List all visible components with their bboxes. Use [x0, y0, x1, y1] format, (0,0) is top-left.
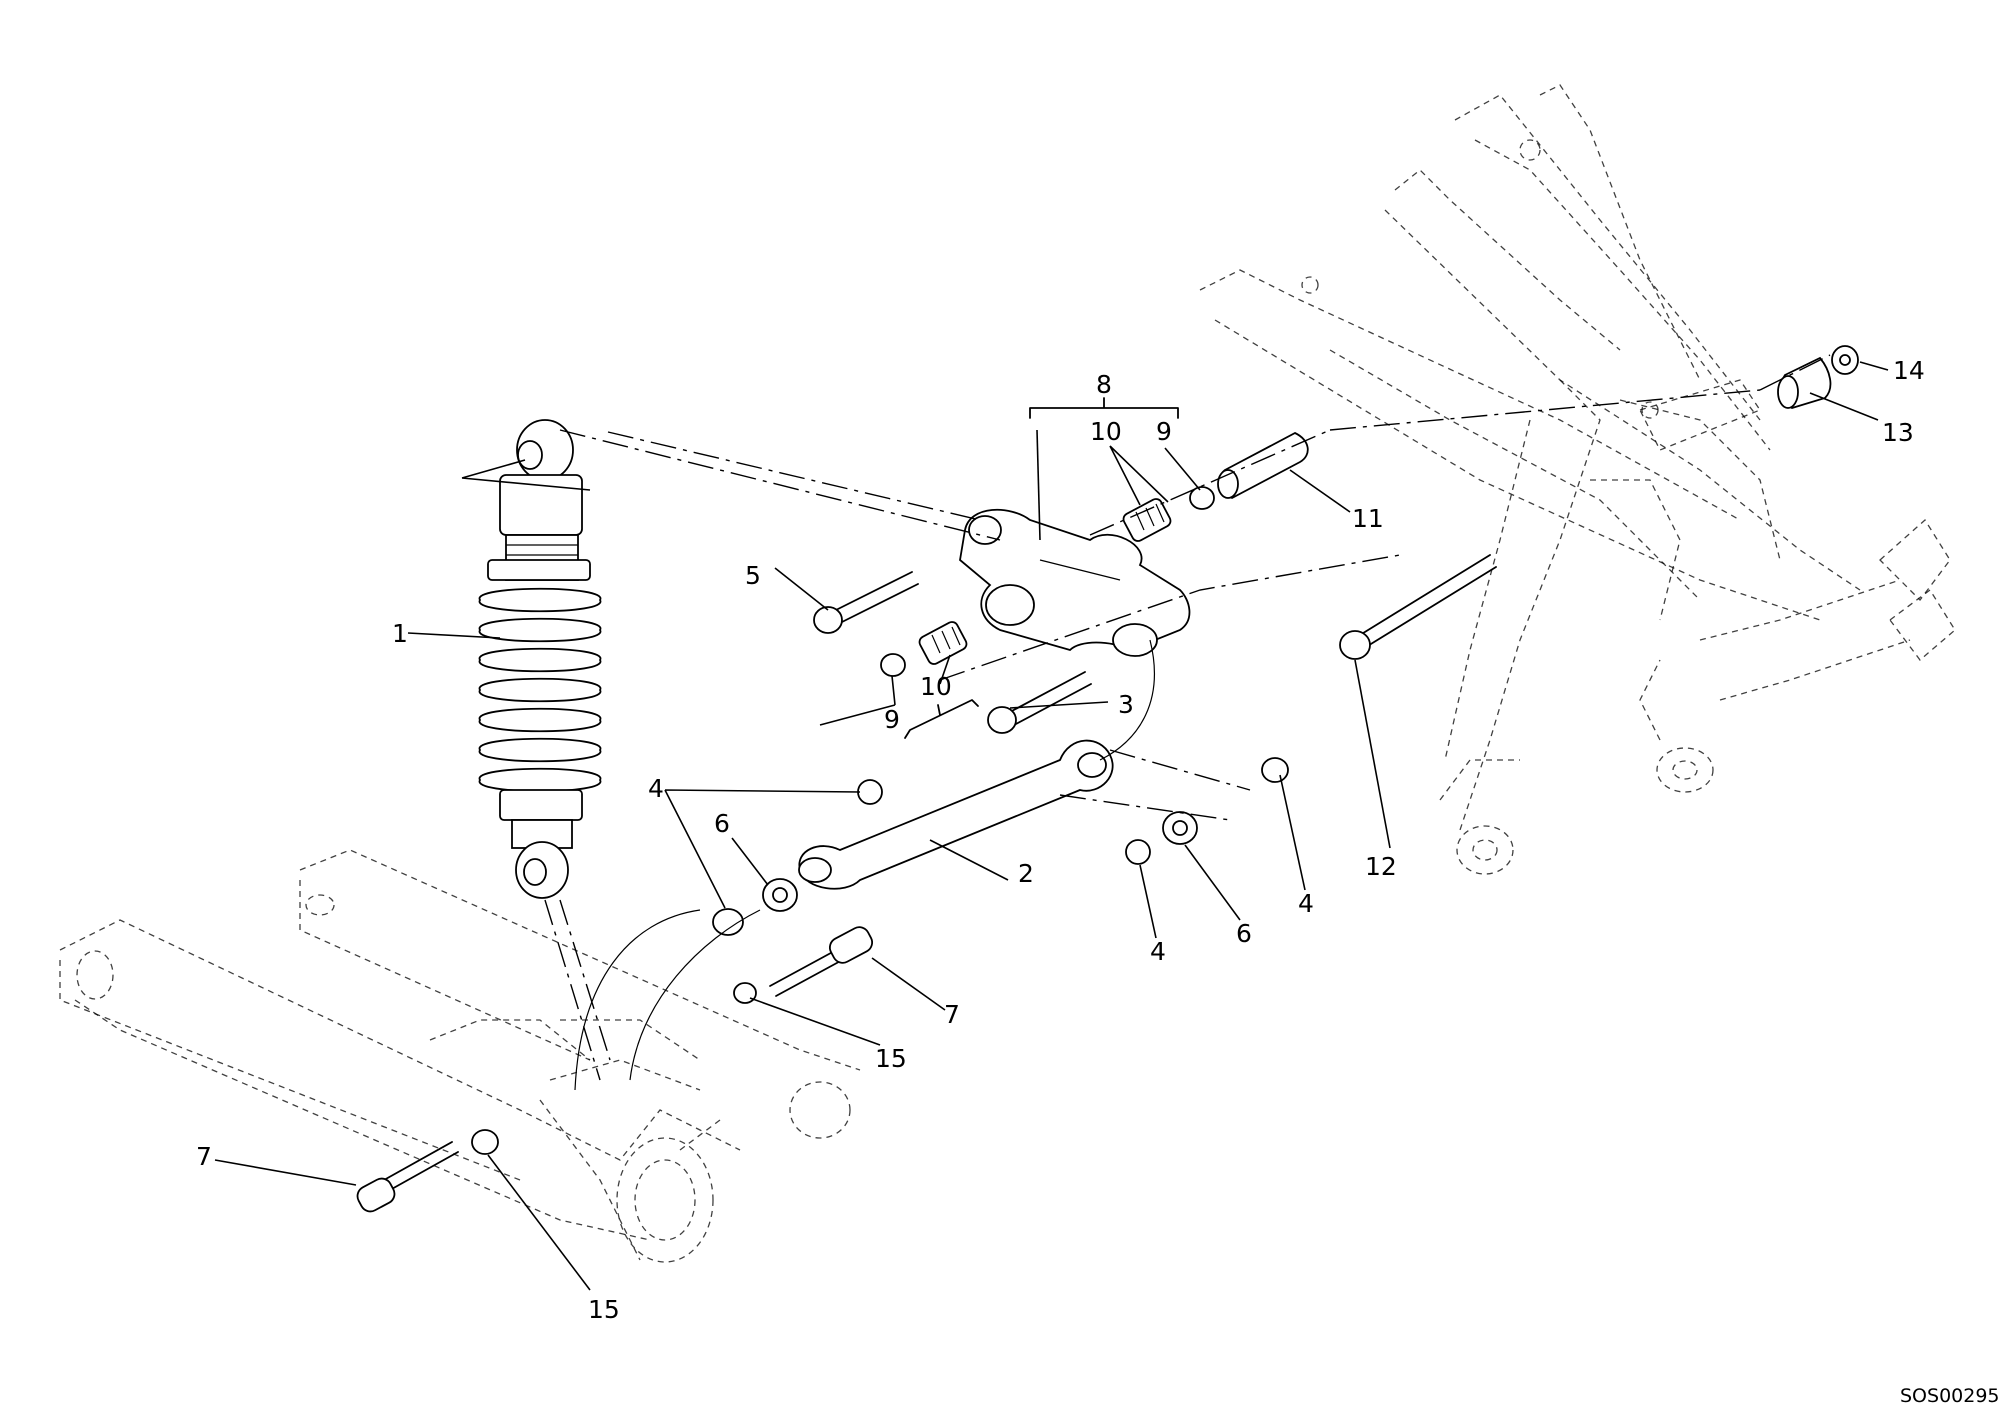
shock-absorber	[479, 419, 601, 899]
group-brace-9-10	[904, 699, 979, 739]
callout-6-left: 6	[714, 809, 730, 838]
callout-10-upper: 10	[1090, 417, 1122, 446]
callout-13: 13	[1882, 418, 1914, 447]
callout-8: 8	[1096, 370, 1112, 399]
drawing-code: SOS00295	[1900, 1385, 2000, 1407]
callout-4-center: 4	[1150, 937, 1166, 966]
callout-14: 14	[1893, 356, 1925, 385]
callout-4-left: 4	[648, 774, 664, 803]
callout-4-right: 4	[1298, 889, 1314, 918]
callout-5: 5	[745, 561, 761, 590]
callout-11: 11	[1352, 504, 1384, 533]
link-rod	[798, 739, 1114, 890]
callout-10-lower: 10	[920, 672, 952, 701]
callout-6-right: 6	[1236, 919, 1252, 948]
callout-7-lower: 7	[196, 1142, 212, 1171]
callouts: 1 2 3 4 4 4 5 6 6 7 7 8 9 9 10 10 11 12 …	[196, 356, 1925, 1324]
callout-2: 2	[1018, 859, 1034, 888]
center-lines	[544, 354, 1831, 1091]
callout-12: 12	[1365, 852, 1397, 881]
callout-9-lower: 9	[884, 705, 900, 734]
callout-7-upper: 7	[944, 1000, 960, 1029]
callout-9-upper: 9	[1156, 417, 1172, 446]
frame-outline	[1199, 84, 1956, 875]
callout-3: 3	[1118, 690, 1134, 719]
callout-1: 1	[392, 619, 408, 648]
leader-lines	[214, 361, 1889, 1291]
swingarm-outline	[59, 849, 861, 1263]
callout-15-upper: 15	[875, 1044, 907, 1073]
rocker-arm	[959, 508, 1191, 657]
group-brace-8	[1029, 397, 1179, 419]
callout-15-lower: 15	[588, 1295, 620, 1324]
